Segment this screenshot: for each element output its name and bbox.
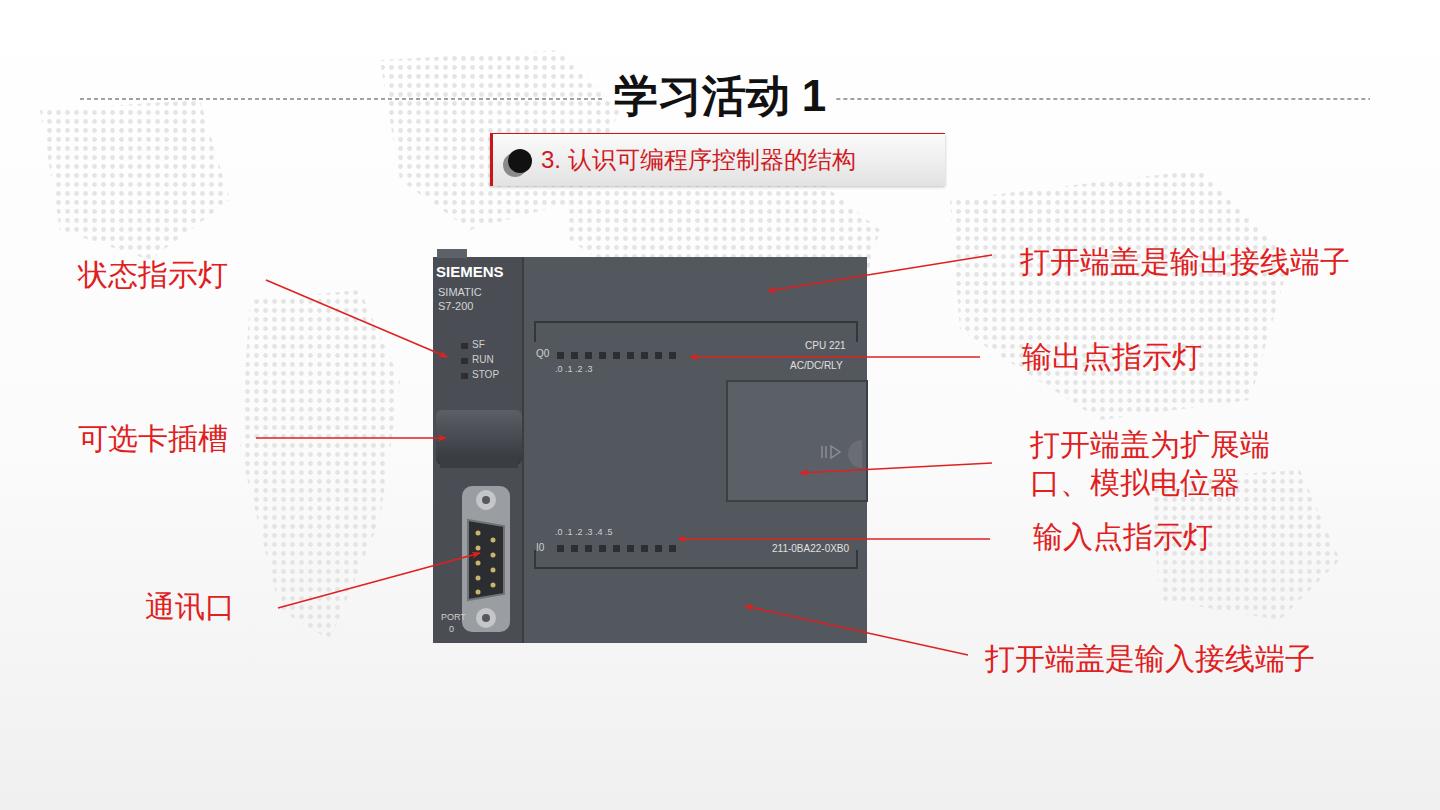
cpu-model: CPU 221 bbox=[805, 341, 846, 351]
cpu-type: AC/DC/RLY bbox=[790, 361, 843, 371]
output-bit-numbers: .0 .1 .2 .3 bbox=[555, 365, 593, 374]
leader-lines bbox=[256, 255, 992, 655]
led-label: STOP bbox=[472, 370, 499, 380]
callout-label: 打开端盖为扩展端口、模拟电位器 bbox=[1030, 426, 1292, 501]
leader-line bbox=[690, 356, 980, 358]
callout-label: 打开端盖是输出接线端子 bbox=[1020, 243, 1350, 281]
leader-line bbox=[678, 538, 990, 540]
leader-line bbox=[800, 463, 992, 473]
model-name: S7-200 bbox=[438, 301, 473, 312]
plc-illustration bbox=[433, 249, 867, 643]
led-label: RUN bbox=[472, 355, 494, 365]
port-number: 0 bbox=[449, 625, 454, 634]
leader-line bbox=[266, 280, 447, 357]
order-number: 211-0BA22-0XB0 bbox=[772, 544, 849, 554]
callout-label: 状态指示灯 bbox=[78, 256, 228, 294]
product-line: SIMATIC bbox=[438, 287, 482, 298]
callout-label: 输出点指示灯 bbox=[1022, 338, 1202, 376]
leader-line bbox=[768, 255, 992, 291]
subtitle-box: 3. 认识可编程序控制器的结构 bbox=[490, 133, 945, 186]
dashed-rule bbox=[836, 99, 1370, 100]
input-group-label: I0 bbox=[536, 543, 544, 553]
output-group-label: Q0 bbox=[536, 349, 549, 359]
led-label: SF bbox=[472, 340, 485, 350]
dashed-rule bbox=[80, 99, 604, 100]
bullet-dot bbox=[508, 149, 532, 173]
callout-label: 打开端盖是输入接线端子 bbox=[985, 640, 1315, 678]
leader-line bbox=[256, 437, 446, 439]
leader-line bbox=[745, 606, 968, 655]
subtitle-text: 3. 认识可编程序控制器的结构 bbox=[541, 134, 856, 186]
bullet-icon bbox=[499, 141, 539, 181]
callout-label: 可选卡插槽 bbox=[78, 420, 228, 458]
callout-label: 输入点指示灯 bbox=[1033, 518, 1213, 556]
slide-title: 学习活动 1 bbox=[614, 70, 827, 123]
input-bit-numbers: .0 .1 .2 .3 .4 .5 bbox=[555, 528, 613, 537]
brand-name: SIEMENS bbox=[436, 264, 504, 279]
callout-label: 通讯口 bbox=[145, 588, 235, 626]
port-label: PORT bbox=[441, 613, 466, 622]
leader-line bbox=[278, 553, 480, 608]
